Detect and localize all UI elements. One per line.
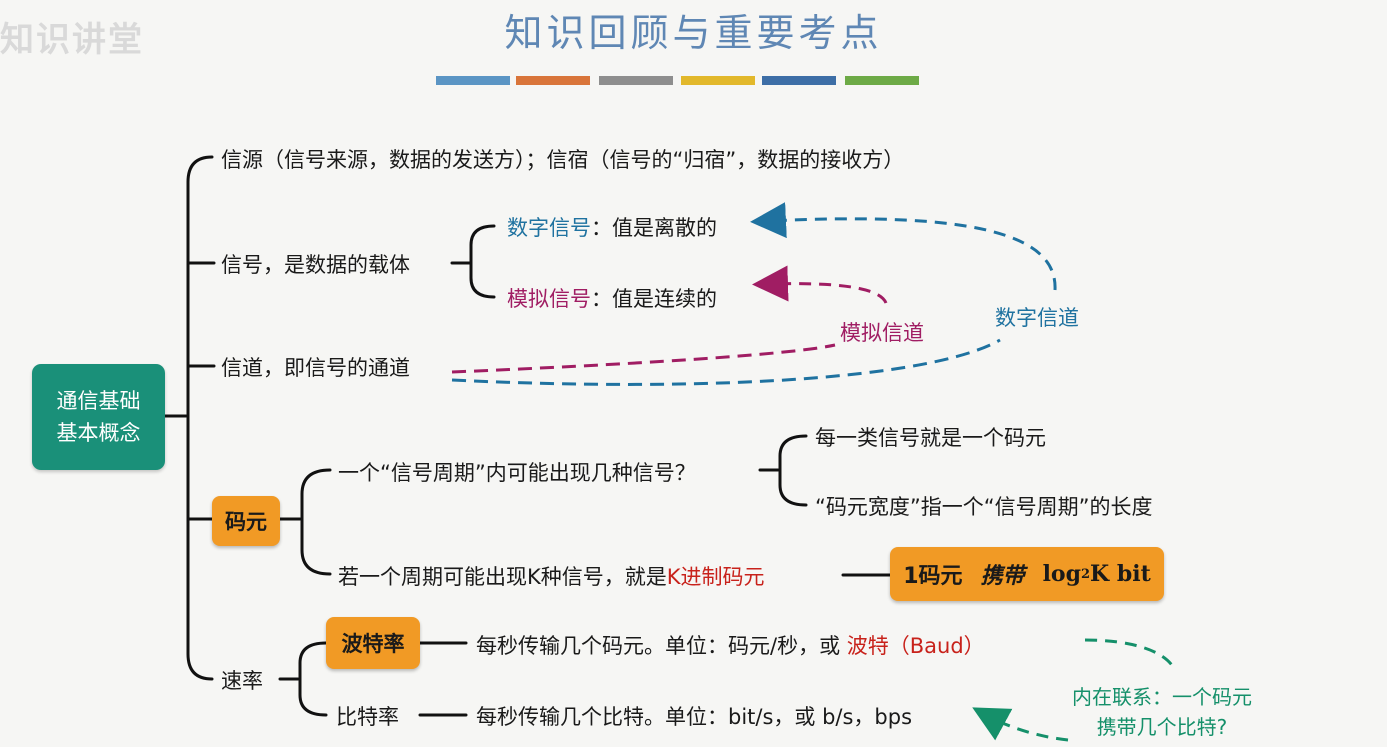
baud-rate-desc: 每秒传输几个码元。单位：码元/秒，或 波特（Baud） <box>476 630 985 660</box>
carry-subscript: 2 <box>1081 566 1091 582</box>
relation-line-1: 内在联系：一个码元 <box>1072 685 1252 709</box>
k-symbol-prefix: 若一个周期可能出现K种信号，就是 <box>338 565 667 589</box>
relation-note: 内在联系：一个码元 携带几个比特? <box>1072 682 1252 742</box>
carry-part-d: K bit <box>1090 561 1151 587</box>
title-bar <box>845 76 919 85</box>
root-line2: 基本概念 <box>56 421 141 445</box>
page-title: 知识回顾与重要考点 <box>504 11 883 55</box>
analog-signal-name: 模拟信号 <box>507 287 591 311</box>
analog-signal-desc: ：值是连续的 <box>591 287 717 311</box>
main-bracket <box>186 155 214 681</box>
analog-channel-label: 模拟信道 <box>840 321 924 345</box>
digital-channel-arrow <box>451 338 1001 386</box>
root-line1: 通信基础 <box>56 389 141 413</box>
baud-rate-node: 波特率 <box>326 617 420 669</box>
symbol-node: 码元 <box>212 496 280 546</box>
k-symbol-highlight: K进制码元 <box>666 565 765 589</box>
baud-unit: 波特（Baud） <box>846 634 985 658</box>
channel-label: 信道，即信号的通道 <box>221 356 410 380</box>
analog-channel-arrow <box>451 343 836 374</box>
symbol-question: 一个“信号周期”内可能出现几种信号？ <box>338 461 696 485</box>
title-bar <box>599 76 673 85</box>
digital-signal-name: 数字信号 <box>507 216 591 240</box>
title-bar <box>516 76 590 85</box>
title-bar <box>436 76 510 85</box>
k-symbol-text: 若一个周期可能出现K种信号，就是K进制码元 <box>338 561 765 591</box>
carry-part-a: 1码元 <box>903 564 963 589</box>
watermark: 知识讲堂 <box>0 20 144 60</box>
digital-signal-item: 数字信号：值是离散的 <box>507 212 717 242</box>
baud-rate-text: 每秒传输几个码元。单位：码元/秒，或 <box>476 634 847 658</box>
bit-rate-label: 比特率 <box>336 705 399 729</box>
source-sink-text: 信源（信号来源，数据的发送方）；信宿（信号的“归宿”，数据的接收方） <box>221 148 905 172</box>
digital-signal-desc: ：值是离散的 <box>591 216 717 240</box>
root-node: 通信基础 基本概念 <box>32 364 165 470</box>
carry-part-c: log <box>1042 561 1081 587</box>
title-bar <box>762 76 836 85</box>
carry-part-b: 携带 <box>980 564 1025 589</box>
relation-line-2: 携带几个比特? <box>1096 715 1228 739</box>
symbol-answer-2: “码元宽度”指一个“信号周期”的长度 <box>815 495 1153 519</box>
symbol-answer-1: 每一类信号就是一个码元 <box>815 426 1046 450</box>
analog-signal-item: 模拟信号：值是连续的 <box>507 283 717 313</box>
signal-label: 信号，是数据的载体 <box>221 253 410 277</box>
title-bar <box>681 76 755 85</box>
rate-label: 速率 <box>221 669 263 693</box>
digital-channel-label: 数字信道 <box>995 306 1079 330</box>
bit-rate-desc: 每秒传输几个比特。单位：bit/s，或 b/s，bps <box>476 705 913 729</box>
